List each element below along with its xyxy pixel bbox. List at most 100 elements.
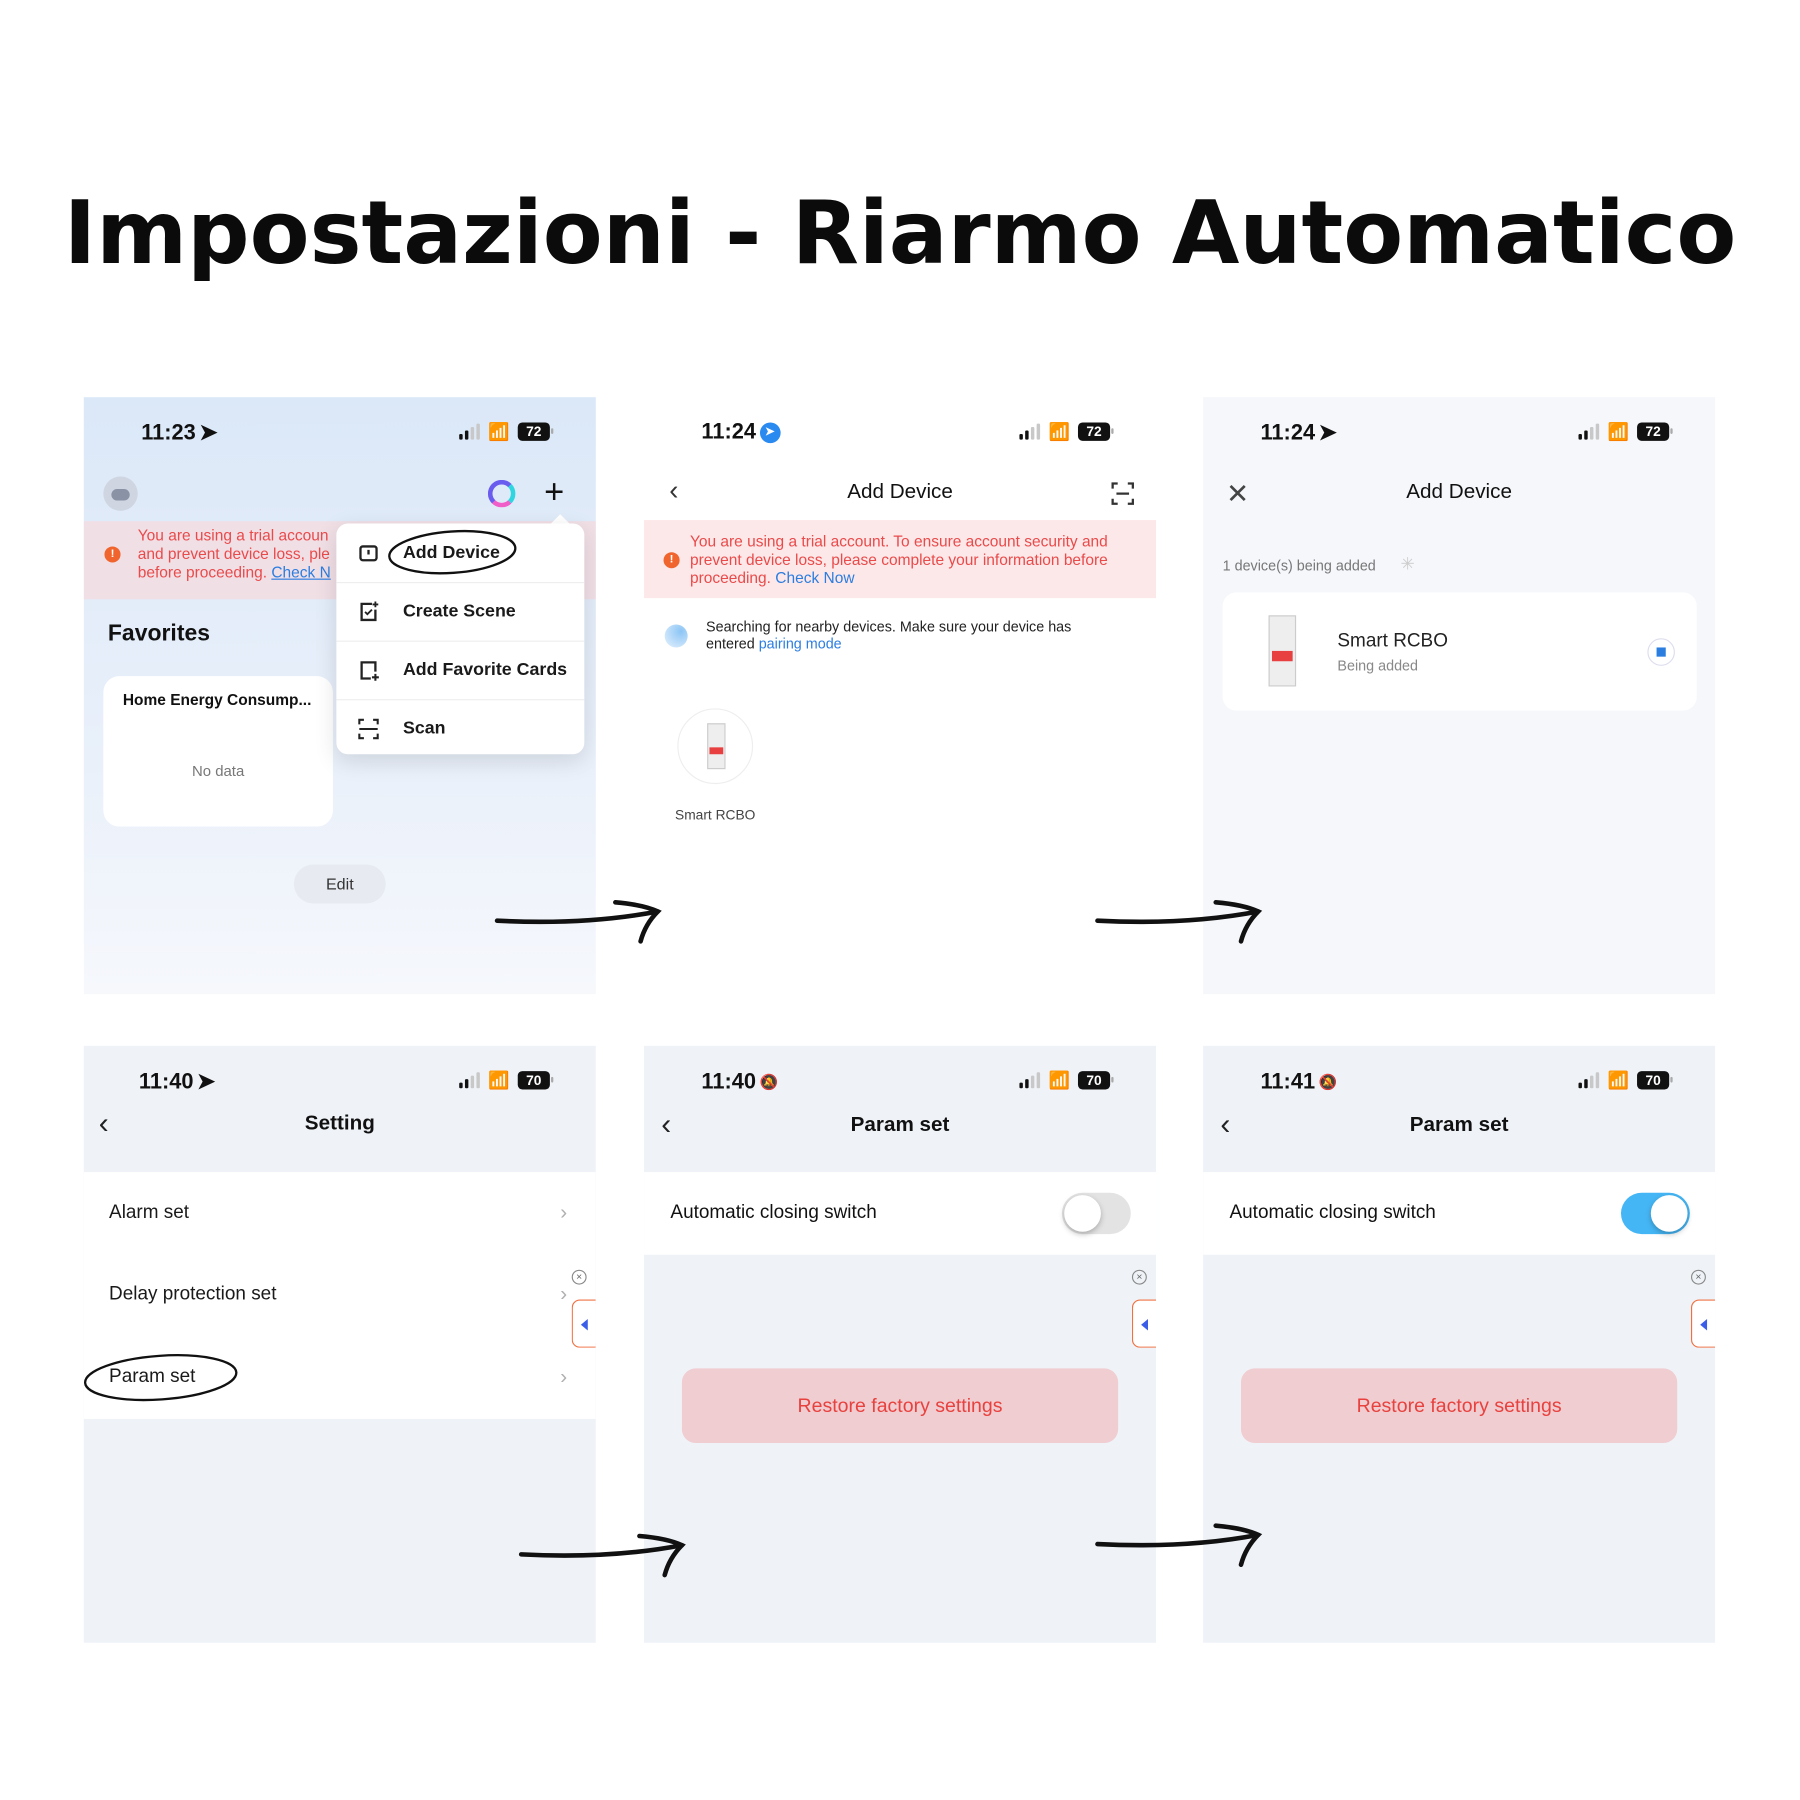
favorites-heading: Favorites [107, 621, 211, 647]
item-label: Alarm set [109, 1201, 190, 1223]
search-hint: Searching for nearby devices. Make sure … [706, 619, 1119, 653]
switch-label: Automatic closing switch [670, 1201, 877, 1223]
switch-row: Automatic closing switch [644, 1172, 1157, 1255]
arrow-icon [518, 1533, 686, 1578]
back-button[interactable]: ‹ [661, 1106, 672, 1142]
status-icons: 📶 72 [1578, 421, 1673, 442]
menu-label: Add Favorite Cards [402, 660, 568, 680]
battery-icon: 72 [517, 422, 554, 441]
device-card[interactable]: Smart RCBO Being added [1222, 592, 1697, 711]
list-item-delay-protection-set[interactable]: Delay protection set › [84, 1254, 596, 1336]
signal-icon [1019, 423, 1041, 440]
add-icon[interactable]: + [544, 472, 565, 511]
scan-icon[interactable] [1110, 481, 1135, 506]
menu-caret [549, 514, 571, 525]
warning-icon: ! [104, 546, 121, 563]
signal-icon [1578, 423, 1600, 440]
add-device-icon [359, 544, 378, 561]
avatar[interactable] [103, 476, 138, 511]
time-text: 11:23 [141, 420, 196, 445]
automatic-closing-toggle[interactable] [1620, 1192, 1690, 1235]
back-button[interactable]: ‹ [98, 1105, 109, 1140]
wifi-icon: 📶 [488, 1071, 510, 1091]
status-time: 11:41🔕 [1261, 1070, 1338, 1095]
signal-icon [1019, 1071, 1041, 1088]
add-card-icon [360, 661, 379, 681]
rcbo-image [707, 723, 726, 770]
pairing-mode-link[interactable]: pairing mode [758, 635, 842, 653]
screen-setting: 11:40➤ 📶 70 ‹ Setting Alarm set › Delay pr… [83, 1045, 596, 1643]
screen-title: Add Device [1406, 479, 1512, 503]
status-time: 11:40🔕 [701, 1070, 778, 1095]
screen-title: Setting [304, 1111, 375, 1135]
floating-widget[interactable] [1691, 1299, 1716, 1348]
restore-factory-button[interactable]: Restore factory settings [681, 1368, 1119, 1444]
status-time: 11:24➤ [701, 420, 781, 445]
item-label: Delay protection set [109, 1283, 277, 1305]
progress-icon [1647, 638, 1675, 666]
menu-label: Scan [402, 718, 446, 739]
status-icons: 📶70 [1578, 1070, 1673, 1091]
screen-param-on: 11:41🔕 📶70 ‹ Param set Automatic closing… [1203, 1045, 1716, 1643]
assistant-icon[interactable] [487, 479, 516, 508]
restore-factory-button[interactable]: Restore factory settings [1240, 1368, 1678, 1444]
battery-icon: 72 [1637, 422, 1673, 441]
floating-widget[interactable] [1131, 1299, 1157, 1348]
rcbo-image [1268, 615, 1297, 687]
menu-item-create-scene[interactable]: Create Scene [336, 582, 585, 641]
signal-icon [459, 423, 481, 440]
location-icon: ➤ [199, 421, 218, 446]
banner-line: You are using a trial accoun [137, 526, 329, 545]
screen-title: Param set [1409, 1112, 1509, 1136]
menu-item-add-favorite-cards[interactable]: Add Favorite Cards [336, 640, 585, 700]
add-menu: Add Device Create Scene Add Favorite Car… [336, 523, 585, 755]
floating-close-icon[interactable]: × [1131, 1269, 1147, 1285]
settings-list: Alarm set › Delay protection set › Param s… [83, 1172, 596, 1419]
wifi-icon: 📶 [1048, 1071, 1070, 1091]
status-time: 11:24➤ [1261, 420, 1337, 446]
back-button[interactable]: ‹ [669, 475, 679, 507]
search-text: Searching for nearby devices. Make sure … [706, 618, 1072, 653]
chevron-right-icon: › [560, 1282, 568, 1306]
menu-item-scan[interactable]: Scan [336, 699, 585, 758]
wifi-icon: 📶 [1607, 422, 1630, 442]
check-now-link[interactable]: Check Now [775, 569, 855, 587]
screen-param-off: 11:40🔕 📶70 ‹ Param set Automatic closing… [644, 1045, 1157, 1643]
item-label: Param set [109, 1366, 196, 1387]
floating-widget[interactable] [571, 1299, 596, 1348]
list-item-alarm-set[interactable]: Alarm set › [84, 1172, 596, 1254]
automatic-closing-toggle[interactable] [1061, 1192, 1131, 1235]
chevron-right-icon: › [560, 1200, 568, 1224]
time-text: 11:40 [138, 1069, 194, 1094]
signal-icon [459, 1071, 481, 1088]
energy-card[interactable]: Home Energy Consump... No data [103, 676, 333, 827]
close-icon[interactable]: ✕ [1226, 478, 1250, 510]
warning-icon: ! [663, 552, 680, 569]
status-icons: 📶 70 [459, 1070, 554, 1091]
arrow-icon [1095, 900, 1263, 944]
floating-close-icon[interactable]: × [1691, 1269, 1706, 1285]
back-button[interactable]: ‹ [1220, 1106, 1231, 1142]
menu-item-add-device[interactable]: Add Device [336, 523, 584, 582]
status-icons: 📶72 [1019, 421, 1114, 442]
location-icon: ➤ [759, 422, 781, 444]
screen-home: 11:23➤ 📶72 + ! You are using a trial acc… [83, 397, 596, 995]
edit-button[interactable]: Edit [293, 864, 386, 904]
banner-line: before proceeding. [137, 563, 268, 581]
check-now-link[interactable]: Check N [271, 563, 331, 581]
wifi-icon: 📶 [1607, 1071, 1630, 1091]
battery-icon: 70 [517, 1071, 554, 1090]
time-text: 11:24 [701, 420, 757, 445]
arrow-icon [494, 900, 662, 944]
found-device[interactable] [677, 708, 754, 785]
floating-close-icon[interactable]: × [571, 1269, 587, 1285]
time-text: 11:41 [1260, 1069, 1316, 1095]
arrow-icon [1095, 1523, 1263, 1568]
location-icon: ➤ [1318, 421, 1337, 446]
banner-line: and prevent device loss, ple [137, 545, 330, 563]
screen-add-device: 11:24➤ 📶72 ‹ Add Device ! You are using … [644, 397, 1157, 995]
list-item-param-set[interactable]: Param set› [83, 1336, 596, 1418]
location-icon: ➤ [196, 1069, 216, 1095]
menu-label: Add Device [402, 542, 500, 562]
trial-banner [644, 520, 1157, 599]
